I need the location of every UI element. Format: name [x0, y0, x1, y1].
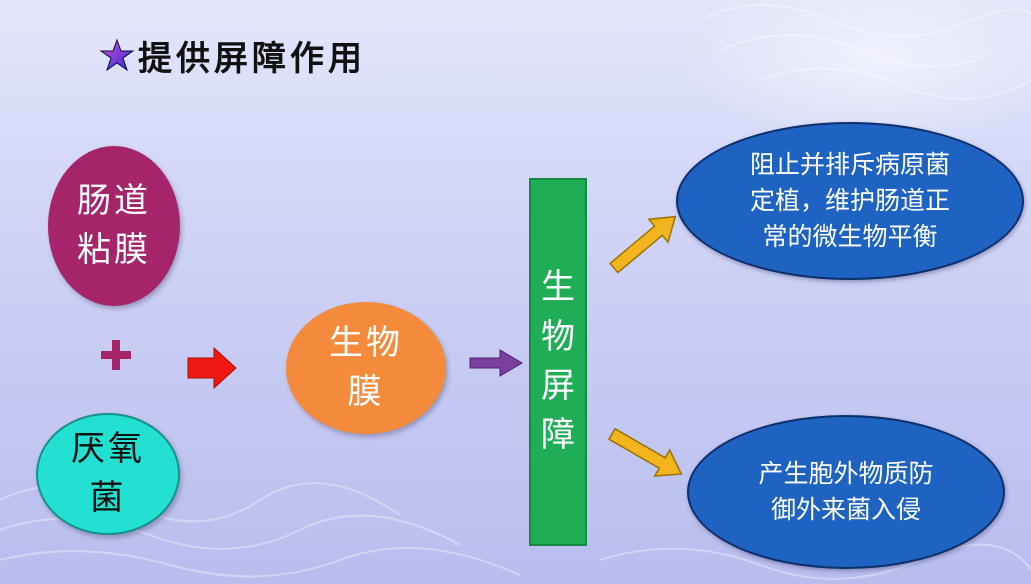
node-biofilm: 生物膜 — [286, 302, 446, 434]
gold-arrow-up-icon — [609, 215, 677, 274]
gold-arrow-down-icon — [607, 427, 683, 477]
node-intestinal-mucosa: 肠道粘膜 — [48, 146, 180, 306]
page-title-text: 提供屏障作用 — [138, 38, 366, 79]
node-outcome-top-label: 阻止并排斥病原菌定植，维护肠道正常的微生物平衡 — [749, 149, 950, 252]
node-biofilm-label: 生物膜 — [329, 322, 403, 412]
node-intestinal-mucosa-label: 肠道粘膜 — [77, 180, 151, 270]
node-outcome-bottom: 产生胞外物质防御外来菌入侵 — [687, 415, 1005, 569]
page-title: 提供屏障作用 — [100, 30, 366, 80]
node-outcome-top: 阻止并排斥病原菌定植，维护肠道正常的微生物平衡 — [676, 122, 1024, 280]
plus-icon — [101, 340, 131, 370]
node-anaerobe-label: 厌氧菌 — [71, 428, 145, 518]
purple-arrow-icon — [469, 349, 523, 377]
node-biological-barrier-label: 生物屏障 — [541, 267, 575, 456]
node-biological-barrier: 生物屏障 — [529, 178, 587, 546]
star-icon — [100, 38, 134, 72]
node-anaerobe: 厌氧菌 — [36, 413, 180, 535]
red-arrow-icon — [187, 346, 237, 390]
node-outcome-bottom-label: 产生胞外物质防御外来菌入侵 — [758, 458, 934, 524]
